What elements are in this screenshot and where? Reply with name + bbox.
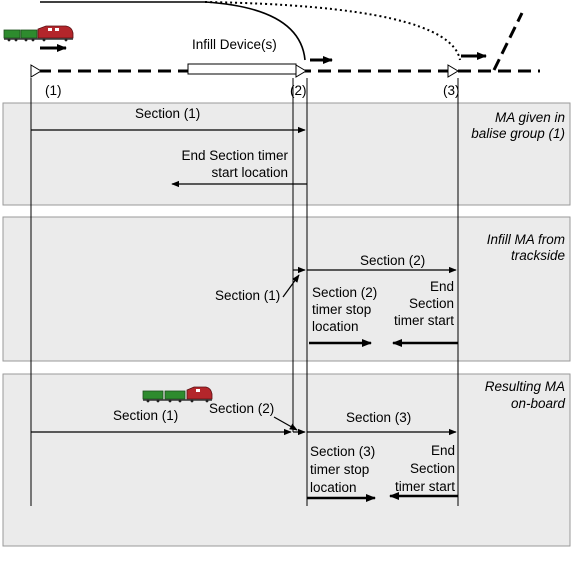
balise-1-triangle: [30, 64, 42, 78]
balise-2-triangle: [295, 64, 307, 78]
panel-2-section-label: Section (2): [360, 253, 425, 268]
panel-3-stop-line-3: location: [310, 480, 357, 495]
panel-2-title-line-1: Infill MA from: [487, 232, 565, 247]
panel-1-end-timer-line-1: End Section timer: [181, 148, 288, 163]
infill-device-box: [187, 63, 297, 75]
solid-track-curve: [40, 1, 306, 61]
panel-2-start-line-2: Section: [409, 296, 454, 311]
panel-2-title-line-2: trackside: [511, 248, 565, 263]
train-icon: [3, 25, 74, 42]
panel-1-section-label: Section (1): [135, 106, 200, 121]
panel-3-stop-line-2: timer stop: [310, 462, 369, 477]
panel-2-start-line-1: End: [430, 279, 454, 294]
panel-3-start-line-3: timer start: [395, 479, 455, 494]
panel-1-title-line-1: MA given in: [495, 110, 565, 125]
panel-3-start-line-2: Section: [410, 461, 455, 476]
panel-1-end-timer-line-2: start location: [211, 165, 288, 180]
balise-3-triangle: [447, 64, 459, 78]
dashed-branch: [492, 12, 524, 71]
panel-resulting-ma: Resulting MA on-board Section (1) Sectio…: [31, 379, 566, 502]
panel-2-stop-line-1: Section (2): [312, 285, 377, 300]
dotted-track-curve: [204, 1, 461, 61]
panel-3-title-line-2: on-board: [511, 396, 566, 411]
panel-infill-ma: Infill MA from trackside Section (2) Sec…: [215, 232, 565, 347]
panel-3-right-section-label: Section (3): [346, 410, 411, 425]
panel-ma-balise-group: MA given in balise group (1) Section (1)…: [31, 106, 565, 188]
reference-lines: [30, 78, 459, 506]
panel-2-background: [2, 216, 571, 362]
panel-3-stop-line-1: Section (3): [310, 444, 375, 459]
panel-3-pointer-label: Section (2): [209, 401, 274, 416]
marker-3-label: (3): [443, 83, 460, 98]
marker-1-label: (1): [45, 83, 62, 98]
track-overview: Infill Device(s) (1) (2) (3): [3, 1, 540, 98]
panel-2-stop-line-2: timer stop: [312, 302, 371, 317]
marker-2-label: (2): [290, 83, 307, 98]
infill-device-label: Infill Device(s): [192, 37, 277, 52]
panel-2-stop-line-3: location: [312, 319, 359, 334]
panel-3-background: [2, 373, 571, 547]
panel-3-train-icon: [142, 386, 213, 403]
panel-1-title-line-2: balise group (1): [471, 126, 565, 141]
panel-1-background: [2, 102, 571, 206]
panel-2-pointer-arrow: [282, 274, 300, 298]
panel-3-left-section-label: Section (1): [113, 408, 178, 423]
panel-3-title-line-1: Resulting MA: [485, 379, 565, 394]
panel-3-start-line-1: End: [431, 443, 455, 458]
panel-2-pointer-label: Section (1): [215, 288, 280, 303]
panel-3-pointer-arrow: [273, 416, 298, 431]
panel-2-start-line-3: timer start: [394, 313, 454, 328]
